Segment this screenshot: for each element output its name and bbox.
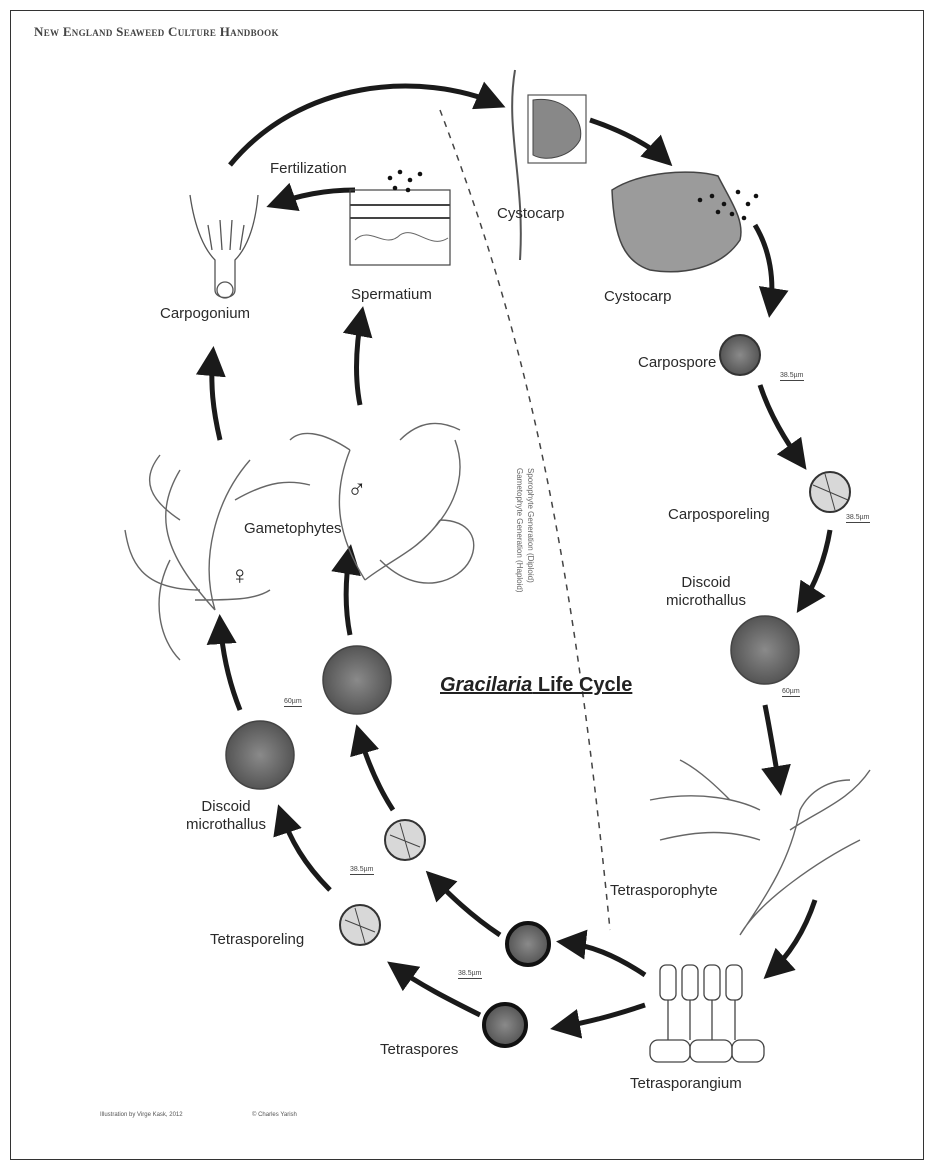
label-cystocarp-top: Cystocarp <box>497 205 565 222</box>
male-symbol: ♂ <box>347 474 367 505</box>
spermatium-illustration <box>350 170 450 265</box>
scale-discoid-right: 60µm <box>782 688 800 697</box>
title-rest: Life Cycle <box>532 674 632 696</box>
label-tetrasporophyte: Tetrasporophyte <box>610 882 718 899</box>
label-tetraspores: Tetraspores <box>380 1041 458 1058</box>
cell-discoid-right <box>731 616 799 684</box>
scale-tetraspores: 38.5µm <box>458 970 482 979</box>
cell-carposporeling <box>810 472 850 512</box>
divider-label-gametophyte: Gametophyte Generation (Haploid) <box>514 468 525 593</box>
label-carpogonium: Carpogonium <box>160 305 250 322</box>
label-carpospore: Carpospore <box>638 354 716 371</box>
label-fertilization: Fertilization <box>270 160 347 177</box>
label-gametophytes: Gametophytes <box>244 520 342 537</box>
male-gametophyte-illustration <box>290 423 474 583</box>
arrow-female-to-carpogonium <box>212 352 220 440</box>
arrow-male-to-spermatium <box>356 312 362 405</box>
cystocarp-illustration <box>612 172 758 272</box>
label-spermatium: Spermatium <box>351 286 432 303</box>
handbook-header: New England Seaweed Culture Handbook <box>34 24 279 40</box>
cell-tetraspore-upper <box>507 923 549 965</box>
title-genus: Gracilaria <box>440 674 532 696</box>
diagram-title: Gracilaria Life Cycle <box>440 674 632 697</box>
divider-label-sporophyte: Sporophyte Generation (Diploid) <box>525 468 536 593</box>
carpogonium-illustration <box>190 195 258 298</box>
copyright-credit: © Charles Yarish <box>252 1112 297 1118</box>
scale-discoid-left: 60µm <box>284 698 302 707</box>
scale-carpospore: 38.5µm <box>780 372 804 381</box>
cell-tetraspore-lower <box>484 1004 526 1046</box>
label-discoid-left: Discoid microthallus <box>186 798 266 834</box>
tetrasporophyte-illustration <box>650 760 870 935</box>
label-carposporeling: Carposporeling <box>668 506 770 523</box>
arrow-sporeling-to-discoid-lower <box>280 810 330 890</box>
arrow-carpospore-to-carposporeling <box>760 385 803 465</box>
arrow-spermatium-to-carpogonium <box>272 190 355 205</box>
cell-sporeling-upper <box>385 820 425 860</box>
label-discoid-right: Discoid microthallus <box>666 574 746 610</box>
arrow-carposporeling-to-discoid <box>800 530 830 608</box>
cell-discoid-center <box>323 646 391 714</box>
female-gametophyte-illustration <box>125 455 310 660</box>
arrow-sporeling-to-discoid-upper <box>358 730 393 810</box>
tetrasporangium-illustration <box>650 965 764 1062</box>
arrow-discoid-to-tetrasporophyte <box>765 705 780 790</box>
cystocarp-top-illustration <box>512 70 586 260</box>
arrow-tetrasporangium-to-tetraspore-upper <box>562 942 645 975</box>
scale-tetrasporeling: 38.5µm <box>350 866 374 875</box>
arrow-cystocarp-to-carpospore <box>755 225 772 312</box>
female-symbol: ♀ <box>230 560 250 591</box>
label-tetrasporeling: Tetrasporeling <box>210 931 304 948</box>
arrow-carpogonium-to-cystocarp <box>230 86 500 165</box>
label-cystocarp: Cystocarp <box>604 288 672 305</box>
arrow-tetraspore-to-sporeling-upper <box>430 875 500 935</box>
arrow-tetrasporophyte-to-tetrasporangium <box>768 900 815 975</box>
arrow-cystocarp-to-cystocarp <box>590 120 668 162</box>
cell-discoid-left <box>226 721 294 789</box>
cell-sporeling-lower <box>340 905 380 945</box>
scale-carposporeling: 38.5µm <box>846 514 870 523</box>
generation-divider-label: Sporophyte Generation (Diploid) Gametoph… <box>514 468 536 593</box>
label-tetrasporangium: Tetrasporangium <box>630 1075 742 1092</box>
arrow-discoid-to-male <box>346 550 350 635</box>
cell-carpospore <box>720 335 760 375</box>
illustration-credit: Illustration by Virge Kask, 2012 <box>100 1112 183 1118</box>
arrow-discoid-to-female <box>220 620 240 710</box>
arrow-tetrasporangium-to-tetraspore-lower <box>556 1005 645 1028</box>
